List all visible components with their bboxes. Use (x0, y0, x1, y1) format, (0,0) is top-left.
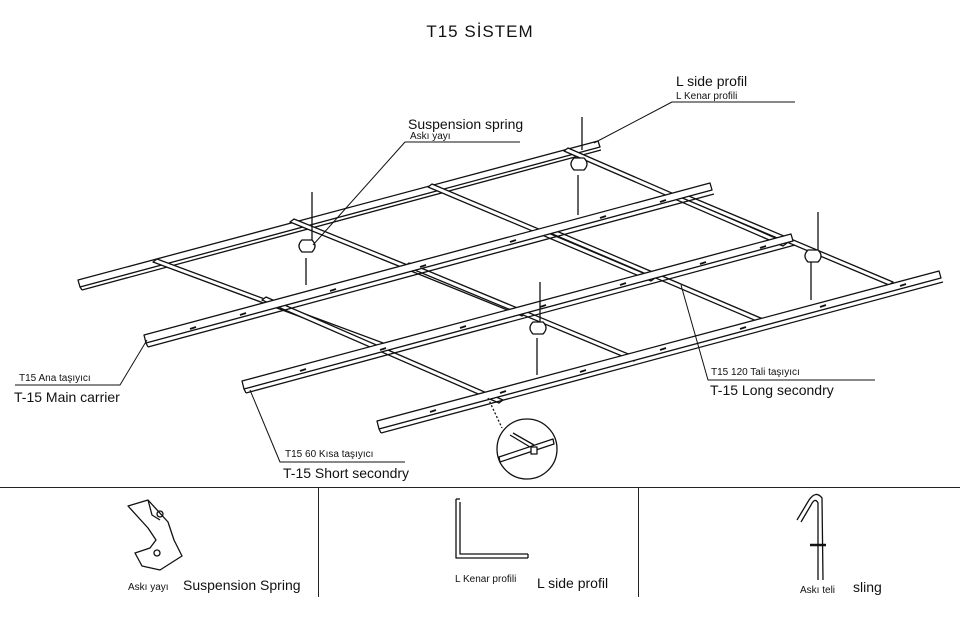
detail-magnifier (487, 397, 558, 480)
suspension-spring-label-en: Suspension spring (408, 116, 524, 132)
suspension-spring-component-icon (127, 499, 183, 571)
carrier-slots (189, 199, 907, 413)
suspension-springs (298, 157, 822, 335)
long-secondary-bars (241, 233, 796, 394)
main-carrier-label-tr: T15 Ana taşıyıcı (19, 373, 91, 384)
l-side-profile-component-icon (455, 498, 529, 559)
suspension-spring-label-tr: Askı yayı (410, 131, 451, 142)
long-secondary-label-tr: T15 120 Tali taşıyıcı (711, 367, 800, 378)
main-carriers (143, 182, 944, 434)
leader-lines (15, 101, 875, 463)
spring-component-label-tr: Askı yayı (128, 582, 169, 593)
short-secondary-label-en: T-15 Short secondry (283, 465, 410, 481)
sling-component-label-en: sling (853, 579, 882, 595)
l-side-profile-label-en: L side profil (676, 73, 748, 89)
l-side-profile-label-tr: L Kenar profili (676, 91, 738, 102)
main-carrier-label-en: T-15 Main carrier (14, 389, 120, 405)
sling-component-icon (796, 493, 826, 581)
short-secondary-bars (152, 147, 894, 404)
component-table-top-border (0, 487, 960, 488)
profile-component-label-en: L side profil (537, 575, 609, 591)
spring-component-label-en: Suspension Spring (183, 577, 301, 593)
diagram-title: T15 SİSTEM (426, 22, 534, 41)
component-table-divider-2 (638, 487, 639, 597)
profile-component-label-tr: L Kenar profili (455, 574, 517, 585)
component-table-divider-1 (318, 487, 319, 597)
sling-component-label-tr: Askı teli (800, 585, 836, 596)
long-secondary-label-en: T-15 Long secondry (710, 382, 834, 398)
short-secondary-label-tr: T15 60 Kısa taşıyıcı (285, 449, 374, 460)
